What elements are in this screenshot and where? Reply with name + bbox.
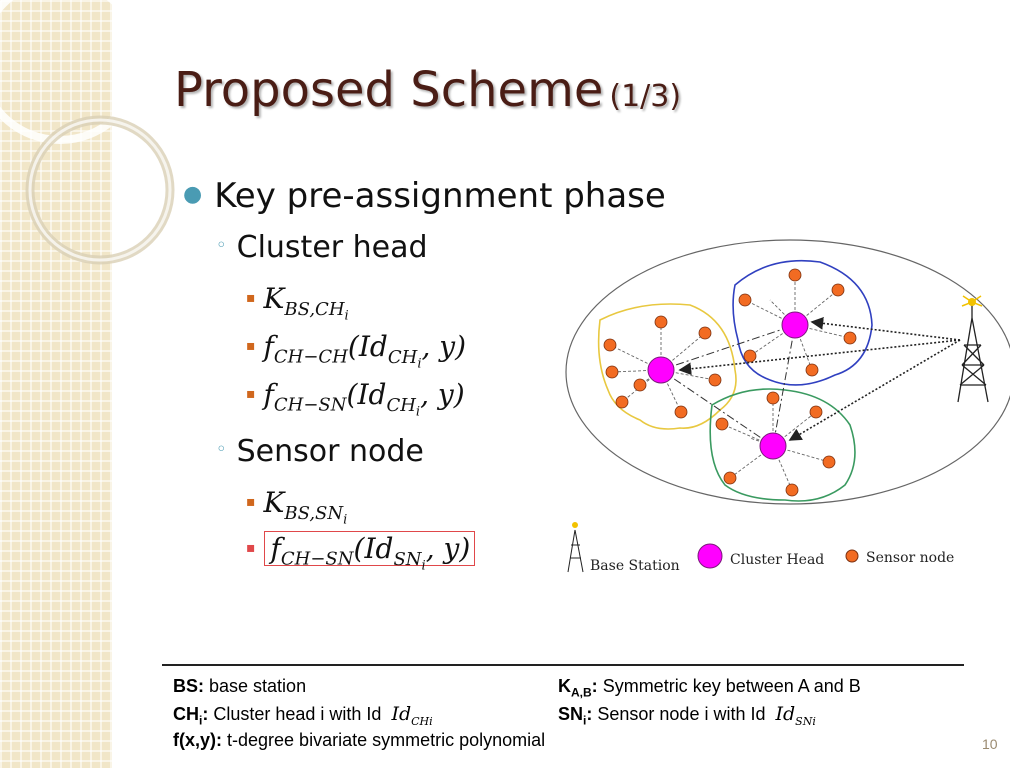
cluster-yellow (597, 303, 737, 430)
cluster-heads (647, 311, 809, 460)
footnote-divider (162, 664, 964, 666)
ring-bullet-icon: ◦ (216, 439, 227, 460)
bullet-key-pre-assignment: ● Key pre-assignment phase (183, 176, 666, 216)
deployment-area (565, 239, 1010, 505)
ring-bullet-icon: ◦ (216, 235, 227, 256)
bullet-text: Key pre-assignment phase (214, 176, 666, 216)
square-bullet-icon: ▪ (246, 494, 256, 510)
legend-cluster-head-label: Cluster Head (730, 552, 824, 568)
square-bullet-icon: ▪ (246, 386, 256, 402)
formula-f-ch-sn-id-sn: ▪ fCH−SN(IdSNi, y) (246, 531, 476, 573)
footnote-bs: BS: base station (173, 676, 307, 696)
sub-bullet-text: Sensor node (236, 434, 424, 469)
highlighted-formula-box: fCH−SN(IdSNi, y) (263, 531, 476, 573)
sub-bullet-cluster-head: ◦ Cluster head (216, 230, 428, 265)
sub-bullet-text: Cluster head (236, 230, 428, 265)
legend-base-station-label: Base Station (590, 558, 680, 574)
page-number: 10 (982, 736, 998, 752)
footnote-key: KA,B: Symmetric key between A and B (558, 676, 861, 700)
slide-title: Proposed Scheme(1/3) (174, 62, 681, 118)
title-main: Proposed Scheme (174, 62, 604, 118)
cluster-green (709, 388, 856, 502)
formula-f-ch-sn: ▪fCH−SN(IdCHi, y) (246, 378, 465, 420)
square-bullet-icon: ▪ (246, 290, 256, 306)
formula-k-bs-sn: ▪KBS,SNi (246, 486, 348, 528)
decorative-circles (0, 0, 175, 265)
square-bullet-icon: ▪ (246, 338, 256, 354)
legend-sensor-node-icon (845, 549, 859, 563)
cluster-blue (732, 259, 873, 386)
legend-base-station-icon (567, 522, 584, 573)
base-station-tower-icon (957, 302, 989, 403)
bullet-dot-icon: ● (183, 182, 203, 207)
sub-bullet-sensor-node: ◦ Sensor node (216, 434, 424, 469)
antenna-signal-icon (961, 295, 983, 307)
formula-f-ch-ch: ▪fCH−CH(IdCHi, y) (246, 330, 467, 372)
legend-sensor-node-label: Sensor node (866, 550, 954, 566)
legend-cluster-head-icon (697, 543, 723, 569)
sensor-nodes (603, 268, 857, 497)
footnote-polynomial: f(x,y): t-degree bivariate symmetric pol… (173, 730, 546, 750)
title-part-indicator: (1/3) (609, 79, 682, 114)
square-bullet-icon: ▪ (246, 540, 256, 556)
formula-k-bs-ch: ▪KBS,CHi (246, 282, 349, 324)
network-diagram: Base Station Cluster Head Sensor node (565, 239, 1010, 574)
